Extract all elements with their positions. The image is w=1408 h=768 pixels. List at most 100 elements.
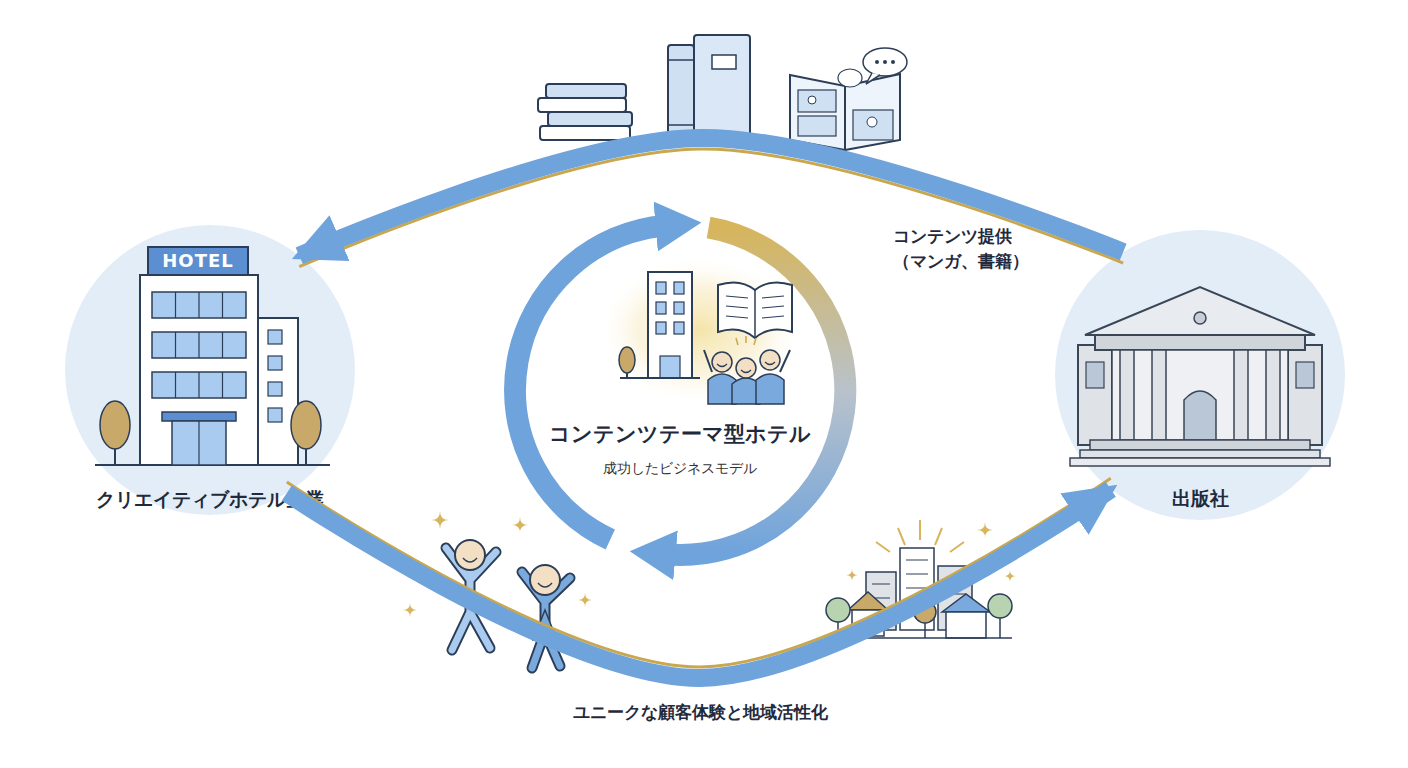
publisher-illustration-part: [1288, 345, 1322, 445]
hotel-illustration-part: [268, 408, 282, 422]
node-title: コンテンツテーマ型ホテル: [515, 421, 845, 448]
hotel-illustration-part: [268, 382, 282, 396]
sparkle-marks-part: [431, 511, 449, 529]
sparkle-marks: [403, 511, 1016, 617]
publisher-illustration-part: [1080, 450, 1320, 458]
books-illustration-part: [694, 35, 750, 140]
hotel-illustration-part: [305, 420, 307, 465]
books-illustration-part: [845, 74, 900, 150]
hotel-book-icon-part: [619, 347, 635, 373]
hotel-book-icon-part: [762, 296, 784, 298]
organization-circle: クリエイティブホテル企業: [65, 225, 355, 515]
happy-people-illustration-part: [455, 540, 485, 570]
hotel-book-icon-part: [760, 350, 780, 370]
publisher-illustration: [1070, 287, 1330, 466]
node-title: クリエイティブホテル企業: [5, 487, 415, 512]
books-illustration-part: [863, 48, 907, 76]
happy-people-illustration-part: [530, 565, 560, 595]
hotel-book-icon-part: [726, 296, 748, 298]
books-illustration-part: [866, 73, 880, 84]
hotel-book-icon-part: [741, 370, 751, 373]
hotel-book-icon-part: [726, 316, 748, 318]
happy-people-illustration-part: [522, 572, 570, 668]
cycle-ring-part: [666, 228, 846, 556]
cycle-core: コンテンツテーマ型ホテル成功したビジネスモデル: [515, 225, 845, 555]
publisher-illustration-part: [1078, 345, 1112, 445]
sparkle-marks-part: [1004, 570, 1016, 582]
hotel-illustration-part: [268, 330, 282, 344]
hotel-book-icon-part: [648, 272, 692, 378]
town-illustration-part: [988, 594, 1012, 618]
books-illustration-part: [668, 45, 694, 140]
books-illustration: [538, 35, 907, 150]
hotel-book-icon-part: [656, 282, 666, 294]
hotel-illustration-part: [198, 421, 199, 465]
hotel-book-icon-part: [736, 358, 756, 378]
books-illustration-part: [838, 69, 862, 87]
flow-arrow-accent: [287, 478, 1111, 667]
organization-circle: 出版社: [1055, 230, 1345, 520]
hotel-book-icon-part: [674, 282, 684, 294]
hotel-book-icon-part: [660, 356, 680, 378]
hotel-illustration-part: [291, 401, 321, 449]
books-illustration-part: [538, 98, 626, 112]
publisher-illustration-part: [1152, 350, 1166, 440]
books-illustration-part: [548, 112, 632, 126]
town-illustration-part: [837, 622, 839, 638]
hotel-book-icon-part: [762, 306, 784, 308]
hotel-book-icon-part: [780, 350, 790, 372]
happy-people-illustration-part: [538, 583, 552, 587]
hotel-illustration-part: [100, 401, 130, 449]
happy-people-illustration-part: [522, 572, 570, 668]
sparkle-marks-part: [846, 569, 858, 581]
hotel-illustration-part: [162, 412, 236, 421]
happy-people-illustration-part: [463, 558, 477, 562]
hotel-book-icon-part: [717, 364, 727, 367]
town-illustration-part: [942, 594, 990, 612]
flow-arrow-body: [299, 138, 1123, 256]
hotel-book-icon-part: [754, 290, 756, 338]
edge-label: ユニークな顧客体験と地域活性化: [420, 700, 980, 725]
publisher-illustration-part: [1085, 287, 1315, 335]
hotel-illustration-part: [140, 275, 258, 465]
hotel-book-icon: [595, 255, 805, 405]
happy-people-illustration: [446, 540, 570, 668]
sparkle-marks-part: [403, 603, 417, 617]
cycle-ring: [515, 226, 845, 555]
hotel-book-icon-part: [656, 302, 666, 314]
edge-label: コンテンツ提供 （マンガ、書籍）: [893, 224, 1068, 273]
hotel-illustration: [95, 247, 330, 465]
publisher-illustration-part: [1070, 458, 1330, 466]
publisher-illustration-part: [1112, 350, 1288, 440]
hotel-book-icon-part: [674, 322, 684, 334]
books-illustration-part: [540, 126, 630, 140]
books-illustration-part: [891, 60, 895, 64]
hotel-book-icon-part: [762, 316, 784, 318]
hotel-illustration-part: [152, 372, 246, 398]
happy-people-illustration-part: [446, 548, 496, 650]
node-title: 出版社: [1055, 486, 1345, 511]
hotel-book-icon-part: [656, 322, 666, 334]
flow-arrow: [287, 478, 1111, 678]
books-illustration-part: [546, 84, 626, 98]
publisher-illustration-part: [1090, 440, 1310, 450]
hotel-book-icon-part: [712, 352, 732, 372]
hotel-illustration-part: [268, 356, 282, 370]
books-illustration-part: [853, 110, 893, 140]
publisher-illustration-part: [1296, 362, 1314, 388]
hotel-book-icon-part: [732, 378, 760, 404]
books-illustration-part: [798, 116, 836, 136]
hotel-book-icon-part: [704, 350, 712, 372]
town-illustration-part: [900, 548, 934, 630]
books-illustration-part: [875, 60, 879, 64]
hotel-illustration-part: [114, 420, 116, 465]
hotel-illustration-part: [152, 292, 246, 318]
hotel-book-icon-part: [718, 282, 792, 338]
hotel-illustration-part: [176, 292, 223, 398]
connector-group: [287, 138, 1123, 678]
hotel-illustration-part: [152, 332, 246, 358]
node-subtitle: 成功したビジネスモデル: [515, 459, 845, 477]
books-illustration-part: [668, 124, 694, 126]
